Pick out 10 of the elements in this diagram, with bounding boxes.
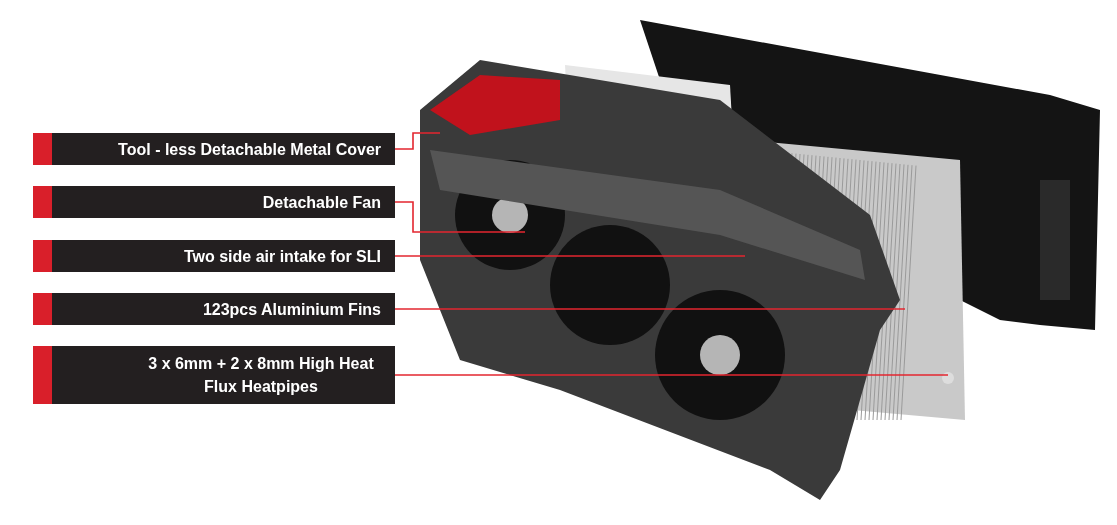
callout-label: Detachable Fan xyxy=(33,186,395,218)
leader-line xyxy=(394,132,441,150)
leader-line xyxy=(394,201,526,233)
callout-label: 3 x 6mm + 2 x 8mm High Heat Flux Heatpipes xyxy=(33,346,395,404)
callout-label: Tool - less Detachable Metal Cover xyxy=(33,133,395,165)
callout-label: 123pcs Aluminium Fins xyxy=(33,293,395,325)
leader-line xyxy=(394,374,949,376)
leader-line xyxy=(394,255,746,257)
callout-label: Two side air intake for SLI xyxy=(33,240,395,272)
leader-line xyxy=(394,308,906,310)
